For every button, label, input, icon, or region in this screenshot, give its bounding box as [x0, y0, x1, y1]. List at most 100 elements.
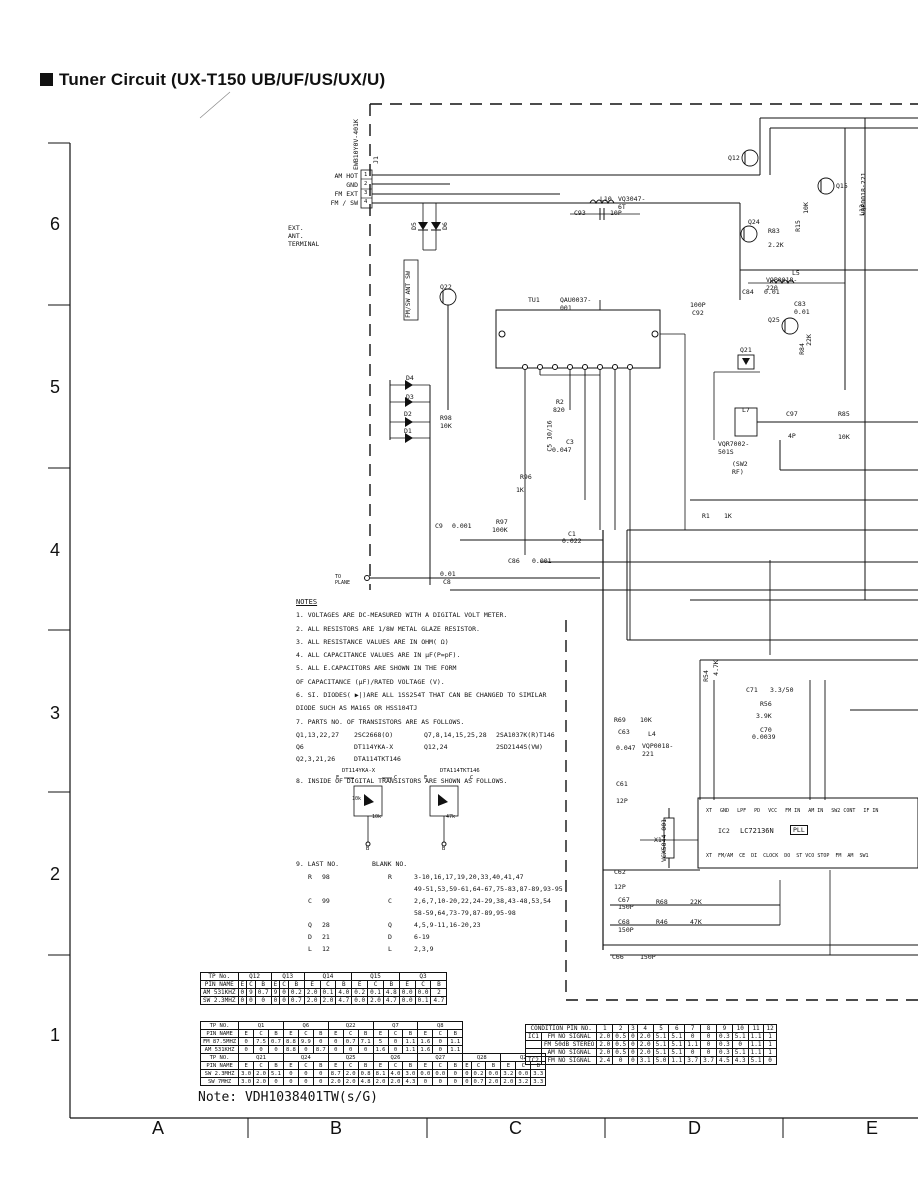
- table-cell: 0: [254, 996, 272, 1005]
- table-cell: Q15: [351, 972, 400, 981]
- table-cell: 0: [357, 1045, 374, 1054]
- table-cell: 5.1: [668, 1040, 686, 1049]
- r54-label: R54: [701, 670, 710, 682]
- pin-letter: C: [470, 775, 474, 781]
- table-cell: 1.6: [417, 1045, 434, 1054]
- last-no-cell: [388, 907, 414, 919]
- resistor-label: 47k: [446, 814, 456, 820]
- table-cell: Q13: [270, 972, 305, 981]
- table-cell: 0.0: [485, 1069, 502, 1078]
- table-cell: 8.7: [312, 1045, 329, 1054]
- table-cell: B: [335, 980, 353, 989]
- table-cell: C: [342, 1029, 359, 1038]
- last-no-cell: 12: [322, 945, 330, 953]
- row-label: 4: [50, 540, 61, 560]
- table-cell: 0: [237, 988, 248, 997]
- col-label: A: [152, 1118, 165, 1138]
- table-cell: AM 531KHZ: [199, 1045, 240, 1054]
- table-cell: Q24: [282, 1053, 329, 1062]
- table-cell: 8.8: [282, 1037, 299, 1046]
- table-cell: Q3: [398, 972, 448, 981]
- table-cell: 2: [430, 988, 448, 997]
- table-cell: 5.1: [731, 1032, 749, 1041]
- table-cell: C: [470, 1061, 487, 1070]
- diode-label: D2: [404, 410, 412, 418]
- c3-value: 0.047: [552, 446, 572, 454]
- table-cell: 0: [628, 1040, 638, 1049]
- table-cell: 0: [432, 1077, 449, 1086]
- pll-pin-label: FM IN: [785, 808, 801, 814]
- table-cell: 2.0: [596, 1032, 614, 1041]
- table-cell: 1.1: [747, 1040, 765, 1049]
- table-cell: 8.1: [372, 1069, 389, 1078]
- table-cell: 1.6: [417, 1037, 434, 1046]
- digital-transistor-name: DTA114TKT146: [440, 768, 480, 774]
- c71-value: 3.3/50: [770, 686, 794, 694]
- last-no-cell: R: [308, 873, 312, 881]
- table-cell: 4.5: [715, 1056, 733, 1065]
- table-cell: 0.1: [367, 988, 384, 997]
- table-cell: 2.0: [485, 1077, 502, 1086]
- c66-label: C66: [612, 953, 624, 961]
- last-no-cell: [388, 883, 414, 895]
- row-label: 5: [50, 377, 61, 397]
- c8-value: 0.01: [440, 570, 456, 578]
- c92-value: 100P: [690, 301, 706, 309]
- q21-label: Q21: [740, 346, 752, 354]
- diode-label: D1: [404, 427, 412, 435]
- c1-value: 0.022: [562, 537, 582, 545]
- table-cell: 8: [700, 1024, 717, 1033]
- table-cell: E: [327, 1061, 344, 1070]
- c66-value: 150P: [640, 953, 656, 961]
- table-cell: 1.1: [747, 1032, 765, 1041]
- last-no-cell: [322, 883, 388, 895]
- table-cell: E: [282, 1029, 299, 1038]
- table-cell: 5.1: [668, 1032, 686, 1041]
- l7-part: VQR7002-501S: [718, 440, 750, 456]
- digital-transistor-diagrams: [344, 777, 459, 847]
- note-item: 4. ALL CAPACITANCE VALUES ARE IN μF(P=pF…: [296, 651, 461, 660]
- table-cell: E: [270, 980, 281, 989]
- pll-pin-label: LPF: [737, 808, 747, 814]
- c8-label: C8: [443, 578, 451, 586]
- table-cell: 0.1: [319, 988, 337, 997]
- pll-pin-label: CLOCK: [763, 853, 779, 859]
- page-title: Tuner Circuit (UX-T150 UB/UF/US/UX/U): [40, 70, 385, 90]
- table-cell: 4.8: [357, 1077, 374, 1086]
- r54-value: 4.7K: [711, 660, 720, 676]
- table-cell: B: [357, 1061, 374, 1070]
- table-cell: 0: [628, 1056, 638, 1065]
- table-cell: B: [382, 980, 400, 989]
- note-item: 6. SI. DIODES( ▶|)ARE ALL 1SS254T THAT C…: [296, 691, 547, 700]
- table-cell: 0: [268, 1077, 284, 1086]
- pin-letter: C: [394, 775, 398, 781]
- last-no-cell: 4,5,9-11,16-20,23: [414, 921, 481, 929]
- table-cell: E: [372, 1061, 389, 1070]
- c62-label: C62: [614, 868, 626, 876]
- note-item: 7. PARTS NO. OF TRANSISTORS ARE AS FOLLO…: [296, 717, 465, 726]
- c68-label: C68: [618, 918, 630, 926]
- pll-pin-label: FM: [835, 853, 842, 859]
- r83-value: 2.2K: [768, 241, 784, 249]
- tu1-part: QAU0037-001: [560, 296, 592, 312]
- table-cell: 0: [237, 996, 248, 1005]
- transistor-list: Q1,13,22,27 2SC2668(O) Q7,8,14,15,25,28 …: [296, 729, 556, 765]
- table-cell: 0.5: [612, 1040, 630, 1049]
- table-cell: 0: [447, 1077, 464, 1086]
- ic2-label: IC2: [718, 827, 730, 835]
- row-label: 2: [50, 864, 61, 884]
- sw2-rf-label: (SW2 RF): [732, 460, 748, 476]
- c92-label: C92: [692, 309, 704, 317]
- last-no-cell: Q: [388, 921, 392, 929]
- table-cell: 0: [684, 1048, 702, 1057]
- table-cell: 0: [253, 1045, 269, 1054]
- r84-value: 22K: [804, 334, 813, 346]
- table-cell: 0.5: [612, 1032, 630, 1041]
- c97-label: C97: [786, 410, 798, 418]
- table-cell: Q7: [372, 1021, 419, 1030]
- fm-sw-ant-sw-label: FM/SW ANT SW: [404, 271, 412, 318]
